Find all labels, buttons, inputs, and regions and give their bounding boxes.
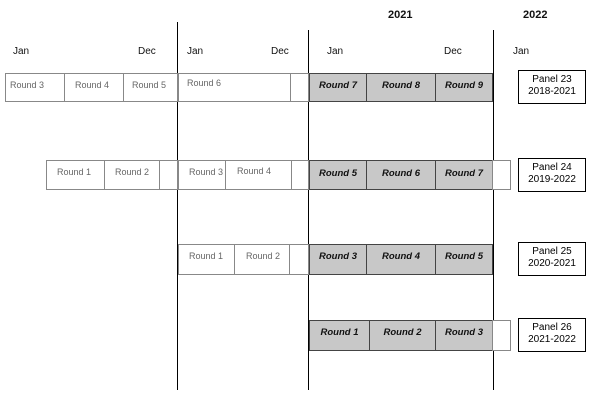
- panel-label: Panel 23 2018-2021: [518, 70, 586, 104]
- month-label-jan: Jan: [187, 46, 204, 57]
- round-box-current: Round 5: [435, 244, 493, 275]
- panel-label: Panel 24 2019-2022: [518, 158, 586, 192]
- round-box: Round 3: [5, 73, 65, 102]
- month-label-dec: Dec: [444, 46, 462, 57]
- round-box: Round 4: [64, 73, 124, 102]
- month-label-dec: Dec: [138, 46, 156, 57]
- year-divider-3: [493, 30, 494, 390]
- panel-period: 2020-2021: [528, 258, 576, 269]
- year-divider-2: [308, 30, 309, 390]
- panel-period: 2021-2022: [528, 334, 576, 345]
- month-label-jan: Jan: [13, 46, 30, 57]
- round-box-current: Round 9: [435, 73, 493, 102]
- round-box-empty: [290, 73, 309, 102]
- month-label-jan: Jan: [513, 46, 530, 57]
- panel-label: Panel 25 2020-2021: [518, 242, 586, 276]
- year-label-2022: 2022: [523, 9, 548, 21]
- round-box: Round 2: [234, 244, 290, 275]
- panel-period: 2019-2022: [528, 174, 576, 185]
- round-box-current: Round 6: [366, 160, 436, 190]
- round-box-empty: [291, 160, 309, 190]
- round-box-current: Round 1: [309, 320, 370, 351]
- round-box-current: Round 3: [309, 244, 367, 275]
- round-box-current: Round 4: [366, 244, 436, 275]
- round-box-empty: [492, 320, 511, 351]
- round-box-current: Round 2: [369, 320, 436, 351]
- round-box: Round 1: [46, 160, 105, 190]
- round-box-empty: [492, 160, 511, 190]
- round-box: Round 6: [178, 73, 291, 102]
- round-box: Round 2: [104, 160, 160, 190]
- round-box-current: Round 5: [309, 160, 367, 190]
- round-box-empty: [289, 244, 309, 275]
- round-box-empty: [159, 160, 178, 190]
- panel-name: Panel 23: [532, 74, 572, 85]
- month-label-jan: Jan: [327, 46, 344, 57]
- year-divider-1: [177, 22, 178, 390]
- round-box-current: Round 7: [435, 160, 493, 190]
- round-box: Round 4: [225, 160, 292, 190]
- round-box-current: Round 3: [435, 320, 493, 351]
- round-box-current: Round 8: [366, 73, 436, 102]
- year-label-2021: 2021: [388, 9, 413, 21]
- panel-period: 2018-2021: [528, 86, 576, 97]
- round-box-current: Round 7: [309, 73, 367, 102]
- panel-name: Panel 26: [532, 322, 572, 333]
- panel-name: Panel 25: [532, 246, 572, 257]
- month-label-dec: Dec: [271, 46, 289, 57]
- round-box: Round 5: [123, 73, 178, 102]
- round-box: Round 3: [178, 160, 226, 190]
- panel-label: Panel 26 2021-2022: [518, 318, 586, 352]
- panel-name: Panel 24: [532, 162, 572, 173]
- round-box: Round 1: [178, 244, 235, 275]
